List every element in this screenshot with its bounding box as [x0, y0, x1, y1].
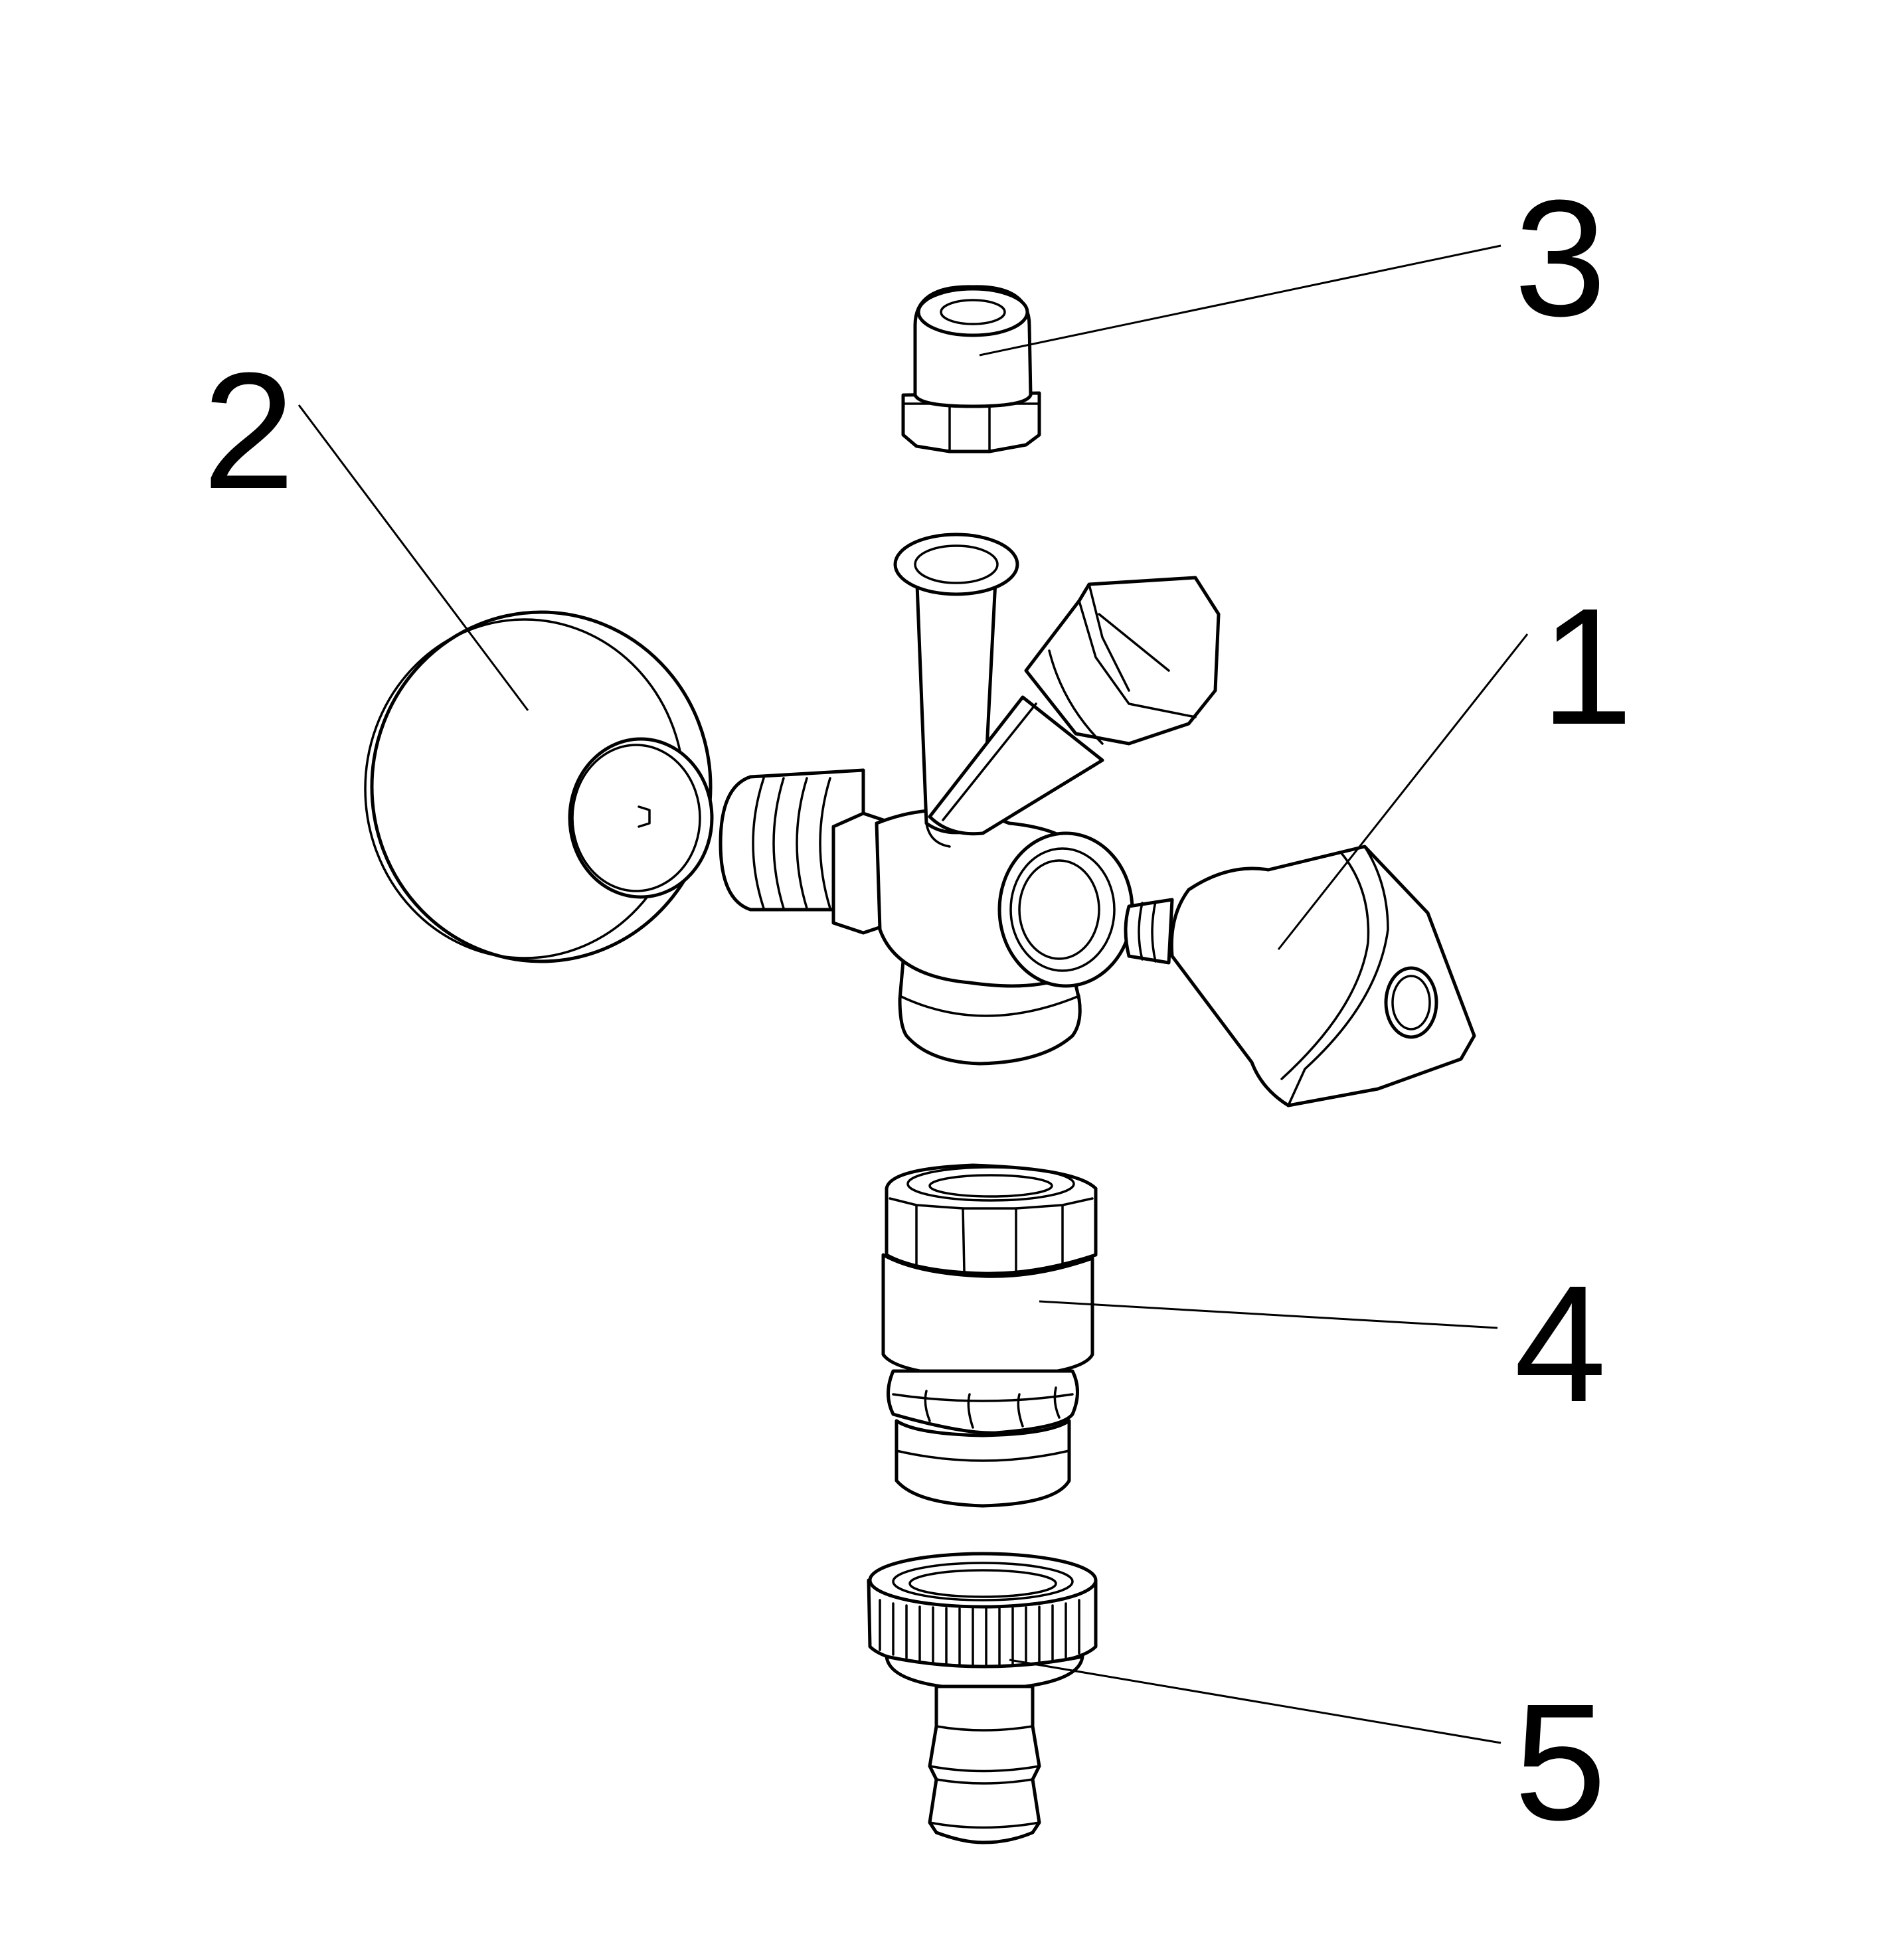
leader-line-3	[979, 244, 1501, 357]
threaded-connector	[881, 1163, 1098, 1508]
hose-connector	[867, 1552, 1098, 1844]
callout-1: 1	[1541, 574, 1633, 759]
upper-handle	[1024, 576, 1221, 746]
compression-nut	[901, 285, 1041, 453]
callout-3: 3	[1514, 165, 1606, 351]
valve-body	[719, 532, 1134, 1066]
leader-line-4	[1039, 1300, 1498, 1329]
callout-2: 2	[203, 338, 295, 523]
leader-line-5	[1009, 1659, 1501, 1744]
leader-line-2	[298, 404, 529, 711]
callout-labels: 1 2 3 4 5	[203, 165, 1633, 1854]
leader-lines	[298, 244, 1529, 1744]
wall-rosette	[364, 610, 714, 963]
valve-handle	[1124, 845, 1476, 1107]
leader-line-1	[1277, 633, 1529, 950]
callout-5: 5	[1514, 1669, 1606, 1854]
callout-4: 4	[1514, 1251, 1606, 1436]
